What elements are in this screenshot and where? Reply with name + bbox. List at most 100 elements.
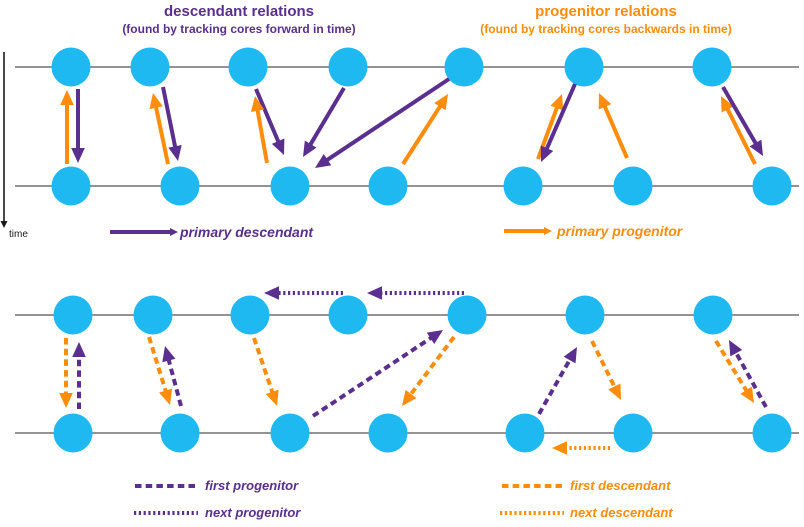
halo-node bbox=[228, 47, 268, 87]
arrow-head-primary-progenitor bbox=[434, 94, 448, 111]
arrow-head-legend-primary-descendant bbox=[170, 228, 178, 236]
halo-node bbox=[693, 295, 733, 335]
arrow-line-primary-descendant bbox=[323, 77, 451, 164]
arrow-head-first-progenitor bbox=[72, 342, 86, 357]
halo-node bbox=[505, 413, 545, 453]
arrow-head-primary-progenitor bbox=[250, 96, 265, 112]
arrow-line-first-progenitor bbox=[165, 356, 183, 407]
halo-node bbox=[565, 295, 605, 335]
halo-node bbox=[613, 166, 653, 206]
arrow-first-descendant bbox=[147, 336, 173, 405]
halo-node bbox=[328, 47, 368, 87]
arrow-first-progenitor bbox=[729, 340, 768, 408]
arrow-legend-primary-descendant bbox=[110, 228, 178, 236]
legend-primary-descendant-label: primary descendant bbox=[180, 224, 314, 240]
arrow-primary-descendant bbox=[254, 88, 285, 155]
arrow-head-first-descendant bbox=[402, 389, 417, 406]
arrow-primary-descendant bbox=[161, 86, 182, 161]
legend-next-descendant-label: next descendant bbox=[570, 505, 673, 520]
arrow-head-first-progenitor bbox=[563, 347, 577, 364]
halo-node bbox=[270, 166, 310, 206]
arrow-first-descendant bbox=[590, 340, 621, 400]
halo-node bbox=[613, 413, 653, 453]
arrow-head-primary-descendant bbox=[271, 138, 285, 155]
halo-node bbox=[160, 413, 200, 453]
arrow-line-primary-descendant bbox=[254, 88, 282, 146]
arrow-head-next-progenitor bbox=[367, 286, 382, 300]
arrow-primary-descendant bbox=[303, 86, 346, 157]
halo-node bbox=[53, 413, 93, 453]
arrow-next-progenitor bbox=[264, 286, 343, 300]
halo-node bbox=[51, 166, 91, 206]
halo-node bbox=[368, 166, 408, 206]
arrow-head-first-progenitor bbox=[729, 340, 743, 357]
arrow-primary-descendant bbox=[540, 83, 577, 162]
arrow-line-primary-progenitor bbox=[401, 102, 444, 166]
arrow-head-first-descendant bbox=[159, 388, 173, 405]
halo-node bbox=[133, 295, 173, 335]
arrow-head-first-descendant bbox=[740, 386, 754, 403]
arrow-line-primary-descendant bbox=[161, 86, 178, 151]
arrow-head-primary-progenitor bbox=[721, 96, 734, 113]
progenitor-title-heading: progenitor relations bbox=[535, 3, 677, 20]
arrow-first-descendant bbox=[59, 338, 73, 408]
arrow-first-progenitor bbox=[311, 330, 443, 418]
time-axis-label: time bbox=[9, 229, 28, 240]
arrow-line-first-descendant bbox=[590, 340, 618, 391]
halo-node bbox=[752, 413, 792, 453]
descendant-title-subheading: (found by tracking cores forward in time… bbox=[122, 21, 356, 36]
arrow-line-first-progenitor bbox=[537, 355, 574, 415]
descendant-title-heading: descendant relations bbox=[163, 3, 315, 20]
halo-node bbox=[328, 295, 368, 335]
arrow-line-primary-progenitor bbox=[255, 106, 269, 164]
halo-node bbox=[230, 295, 270, 335]
arrow-primary-progenitor bbox=[60, 90, 74, 164]
arrow-first-progenitor bbox=[162, 346, 183, 407]
arrow-head-time-axis bbox=[0, 221, 8, 228]
arrow-primary-progenitor bbox=[598, 93, 629, 159]
arrow-line-primary-descendant bbox=[543, 83, 577, 153]
progenitor-relations-title: progenitor relations (found by tracking … bbox=[468, 3, 744, 37]
legend-next-progenitor-label: next progenitor bbox=[205, 505, 301, 520]
arrow-head-next-progenitor bbox=[264, 286, 279, 300]
arrow-primary-progenitor bbox=[721, 96, 757, 165]
arrow-head-primary-descendant bbox=[168, 144, 182, 161]
halo-node bbox=[160, 166, 200, 206]
arrow-primary-progenitor bbox=[149, 93, 170, 165]
arrow-head-primary-descendant bbox=[303, 140, 317, 157]
arrow-head-first-progenitor bbox=[426, 330, 443, 344]
arrow-primary-progenitor bbox=[401, 94, 448, 166]
arrow-next-descendant bbox=[552, 441, 610, 455]
arrow-line-primary-progenitor bbox=[601, 102, 629, 159]
arrow-time-axis bbox=[0, 52, 8, 228]
arrow-primary-descendant bbox=[71, 89, 85, 163]
arrow-head-first-descendant bbox=[59, 393, 73, 408]
halo-node bbox=[692, 47, 732, 87]
arrow-head-primary-descendant bbox=[71, 148, 85, 163]
arrow-first-descendant bbox=[402, 335, 456, 406]
progenitor-title-subheading: (found by tracking cores backwards in ti… bbox=[480, 21, 732, 36]
halo-node bbox=[444, 47, 484, 87]
arrow-first-progenitor bbox=[72, 342, 86, 409]
arrow-line-primary-descendant bbox=[721, 85, 760, 148]
arrow-head-primary-descendant bbox=[315, 154, 332, 168]
arrow-head-first-progenitor bbox=[162, 346, 176, 363]
legend-first-progenitor-label: first progenitor bbox=[205, 478, 299, 493]
halo-node bbox=[447, 295, 487, 335]
arrow-line-first-descendant bbox=[147, 336, 169, 395]
arrow-legend-primary-progenitor bbox=[504, 227, 552, 235]
arrow-primary-descendant bbox=[721, 85, 763, 156]
arrow-line-first-progenitor bbox=[311, 334, 435, 418]
arrow-first-descendant bbox=[252, 337, 279, 406]
halo-node bbox=[51, 47, 91, 87]
legend-first-descendant-label: first descendant bbox=[570, 478, 671, 493]
arrow-line-first-progenitor bbox=[732, 348, 768, 408]
arrow-head-primary-descendant bbox=[749, 139, 763, 156]
descendant-relations-title: descendant relations (found by tracking … bbox=[104, 3, 374, 37]
arrow-line-primary-progenitor bbox=[153, 103, 170, 165]
arrow-head-legend-primary-progenitor bbox=[544, 227, 552, 235]
arrow-head-primary-descendant bbox=[540, 145, 554, 162]
arrow-head-primary-progenitor bbox=[550, 94, 564, 111]
